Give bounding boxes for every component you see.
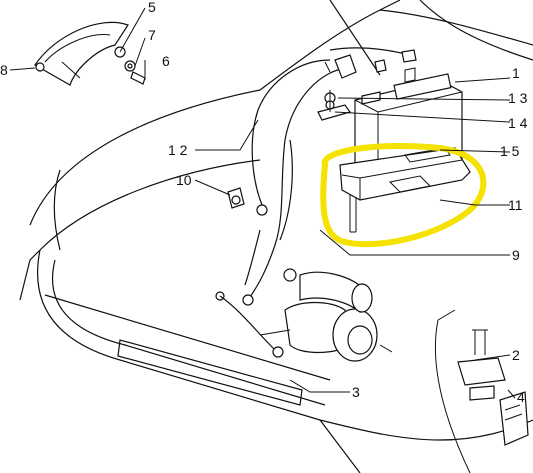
callout-15: 1 5 [500,143,520,159]
callout-9: 9 [512,247,520,263]
hardware [114,46,245,209]
highlight-ring [320,143,487,248]
callout-11: 11 [508,197,523,213]
callout-4: 4 [517,389,525,405]
terminal-clamp [434,309,529,473]
battery-cables [215,47,417,358]
callout-1: 1 [512,65,520,81]
callout-3: 3 [352,384,360,400]
callout-14: 1 4 [508,115,528,131]
callout-labels: 1 2 3 4 5 6 7 8 9 10 11 1 2 1 3 1 4 1 5 [0,0,528,405]
battery-clamp [317,90,351,121]
callout-7: 7 [148,27,156,43]
callout-12: 1 2 [168,142,188,158]
callout-10: 10 [176,172,192,188]
leader-lines [9,7,516,399]
starter-motor [259,268,393,362]
callout-2: 2 [512,347,520,363]
callout-5: 5 [148,0,156,15]
callout-6: 6 [162,53,170,69]
callout-13: 1 3 [508,90,528,106]
car-body-outline [19,0,533,473]
fuse-cover [34,21,129,86]
callout-8: 8 [0,62,8,78]
battery-tray [339,147,471,233]
